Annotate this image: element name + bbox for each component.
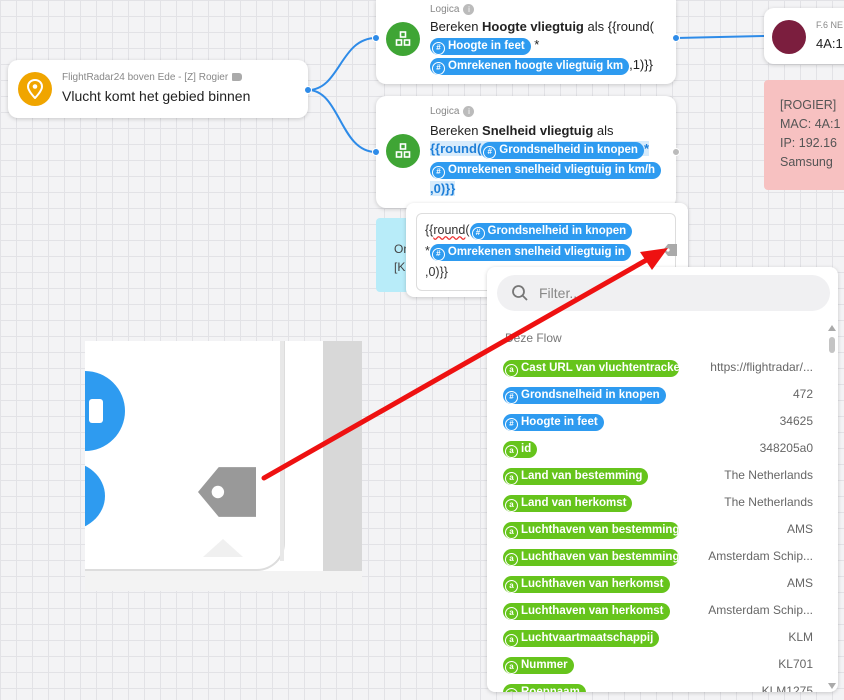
token-hoogte-in-feet[interactable]: #Hoogte in feet	[430, 38, 531, 55]
token-value: 348205a0	[759, 441, 813, 455]
text-type-icon: a	[505, 499, 518, 512]
text-type-icon: a	[505, 661, 518, 674]
token-pill[interactable]: aRoepnaam	[503, 684, 586, 692]
search-icon	[512, 285, 528, 301]
logic-expression: Bereken Snelheid vliegtuig als {{round(#…	[430, 122, 668, 198]
token-value: 34625	[779, 414, 813, 428]
text-type-icon: a	[505, 688, 518, 692]
output-connector[interactable]	[672, 148, 680, 156]
token-value: KLM1275	[761, 684, 813, 692]
list-item[interactable]: #Hoogte in feet 34625	[503, 411, 813, 438]
logic-category: Logica	[430, 4, 460, 16]
token-value: KLM	[788, 630, 813, 644]
output-connector[interactable]	[304, 86, 312, 94]
device-card[interactable]: F.6 NE 4A:1	[764, 8, 844, 64]
token-value: KL701	[778, 657, 813, 671]
info-icon[interactable]: i	[463, 106, 475, 117]
text-type-icon: a	[505, 526, 518, 539]
info-icon[interactable]: i	[463, 4, 475, 15]
token-value: https://flightradar/...	[710, 360, 813, 374]
device-avatar	[772, 20, 806, 54]
token-value: The Netherlands	[724, 468, 813, 482]
token-value: The Netherlands	[724, 495, 813, 509]
text-type-icon: a	[505, 472, 518, 485]
input-connector[interactable]	[372, 34, 380, 42]
logic-category: Logica	[430, 106, 460, 118]
token-grondsnelheid[interactable]: #Grondsnelheid in knopen	[481, 142, 644, 159]
token-value: Amsterdam Schip...	[708, 603, 813, 617]
trigger-title: Vlucht komt het gebied binnen	[62, 88, 251, 104]
note-card-red[interactable]: [ROGIER] MAC: 4A:1 IP: 192.16 Samsung	[764, 80, 844, 190]
device-name: 4A:1	[816, 36, 843, 51]
trigger-app-name: FlightRadar24 boven Ede - [Z] Rogier	[62, 72, 229, 83]
token-value: AMS	[786, 576, 813, 590]
token-value: 472	[792, 387, 813, 401]
number-type-icon: #	[505, 391, 518, 404]
token-value: Amsterdam Schip...	[708, 549, 813, 563]
text-type-icon: a	[505, 634, 518, 647]
list-item[interactable]: #Grondsnelheid in knopen 472	[503, 384, 813, 411]
token-grondsnelheid[interactable]: #Grondsnelheid in knopen	[469, 223, 633, 240]
text-type-icon: a	[505, 553, 518, 566]
trigger-card[interactable]: FlightRadar24 boven Ede - [Z] Rogier Vlu…	[8, 60, 308, 118]
tag-icon	[232, 73, 243, 82]
scroll-thumb	[829, 337, 835, 353]
device-label: F.6 NE	[816, 20, 844, 30]
token-value: AMS	[786, 522, 813, 536]
token-pill[interactable]: #Grondsnelheid in knopen	[503, 387, 666, 404]
text-type-icon: a	[505, 445, 518, 458]
text-type-icon: a	[505, 364, 518, 377]
scroll-down-icon	[828, 683, 836, 689]
text-type-icon: a	[505, 580, 518, 593]
filter-field[interactable]	[497, 275, 830, 311]
zoom-inset	[85, 341, 362, 591]
number-type-icon: #	[505, 418, 518, 431]
token-omrekenen-hoogte[interactable]: #Omrekenen hoogte vliegtuig km	[430, 58, 630, 75]
scroll-up-icon	[828, 325, 836, 331]
token-pill[interactable]: #Hoogte in feet	[503, 414, 604, 431]
logic-blocks-icon	[386, 134, 420, 168]
output-connector[interactable]	[672, 34, 680, 42]
list-item[interactable]: aRoepnaam KLM1275	[503, 681, 813, 692]
scrollbar[interactable]	[828, 325, 836, 689]
location-pin-icon	[18, 72, 52, 106]
logic-blocks-icon	[386, 22, 420, 56]
token-omrekenen-snelheid[interactable]: #Omrekenen snelheid vliegtuig in	[429, 244, 631, 261]
section-header: Deze Flow	[505, 331, 562, 345]
token-omrekenen-snelheid[interactable]: #Omrekenen snelheid vliegtuig in km/h	[430, 162, 662, 179]
tag-icon[interactable]	[662, 243, 678, 257]
text-type-icon: a	[505, 607, 518, 620]
filter-input[interactable]	[539, 283, 799, 303]
input-connector[interactable]	[372, 148, 380, 156]
tag-icon	[198, 467, 256, 517]
logic-expression: Bereken Hoogte vliegtuig als {{round( #H…	[430, 18, 668, 76]
